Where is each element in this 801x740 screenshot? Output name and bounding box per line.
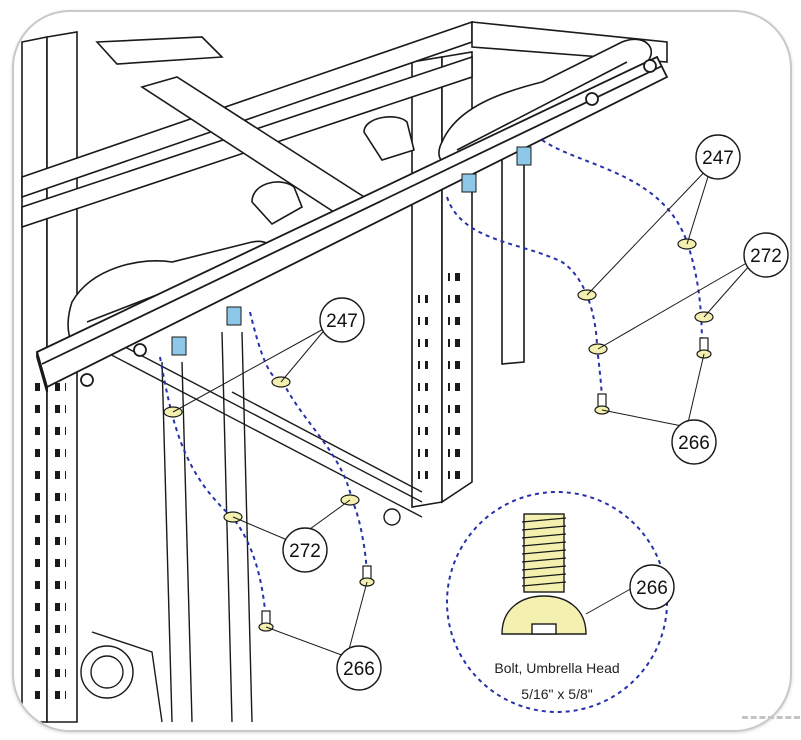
j-hook-pads xyxy=(251,116,415,226)
callout-label: 266 xyxy=(343,659,375,680)
callout-label: 272 xyxy=(750,246,782,267)
callout-label: 272 xyxy=(289,541,321,562)
diagram-frame: 247 272 266 247 272 266 xyxy=(12,10,792,732)
umbrella-bolt-illustration xyxy=(501,513,587,635)
assembly-drawing: 247 272 266 247 272 266 xyxy=(21,20,789,723)
center-upright-post xyxy=(411,51,473,508)
decorative-dash-line xyxy=(742,716,800,719)
callout-266-right: 266 xyxy=(671,419,717,465)
main-crossbar xyxy=(35,55,669,393)
callout-label: 266 xyxy=(636,578,668,599)
upper-frame-rails xyxy=(21,20,668,229)
callout-label: 247 xyxy=(326,311,358,332)
detail-caption-size: 5/16" x 5/8" xyxy=(521,686,592,702)
callout-266-left: 266 xyxy=(336,645,382,691)
callout-247-right: 247 xyxy=(695,134,741,180)
callout-label: 247 xyxy=(702,148,734,169)
callout-247-left: 247 xyxy=(319,297,365,343)
detail-caption-name: Bolt, Umbrella Head xyxy=(494,660,619,676)
callout-label: 266 xyxy=(678,433,710,454)
right-upright-post xyxy=(501,149,525,365)
callout-272-left: 272 xyxy=(282,527,328,573)
callout-266-detail: 266 xyxy=(629,564,675,610)
sleeves xyxy=(171,146,532,356)
callout-272-right: 272 xyxy=(743,232,789,278)
leader-lines xyxy=(172,163,758,658)
bolt-detail-inset: 266 Bolt, Umbrella Head 5/16" x 5/8" xyxy=(446,491,675,713)
